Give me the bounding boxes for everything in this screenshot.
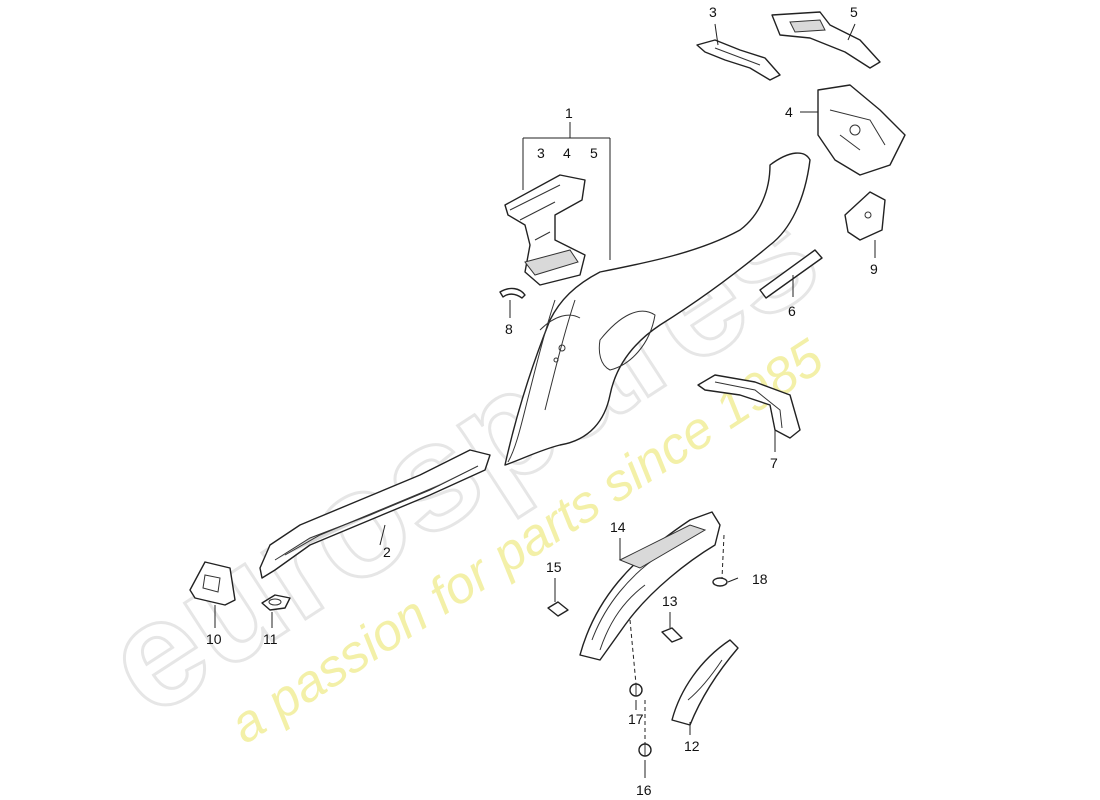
leader-lines: [214, 23, 876, 778]
callout-12: 12: [684, 738, 700, 754]
cover-10-part: [189, 561, 236, 606]
callout-18: 18: [752, 571, 768, 587]
bracket-9-part: [844, 191, 886, 241]
wheel-arch-liner-14-part: [579, 511, 721, 661]
grommet-11-part: [261, 594, 291, 611]
clip-8-part: [499, 287, 526, 299]
callout-8: 8: [505, 321, 513, 337]
callout-15: 15: [546, 559, 562, 575]
callout-14: 14: [610, 519, 626, 535]
callout-1: 1: [565, 105, 573, 121]
callout-2: 2: [383, 544, 391, 560]
callout-17: 17: [628, 711, 644, 727]
callout-labels: 1 3 4 5 2 3 4 5 6 7 8 9 10 11 12 13 14 1…: [206, 4, 878, 798]
trim-7-part: [697, 374, 801, 439]
callout-1-sub-5: 5: [590, 145, 598, 161]
callout-4: 4: [785, 104, 793, 120]
callout-3: 3: [709, 4, 717, 20]
inner-bracket-assembly-part: [504, 174, 586, 286]
cover-12-part: [671, 639, 739, 726]
reinforcement-4-part: [817, 84, 906, 176]
upper-bracket-5-part: [771, 11, 881, 69]
upper-bracket-3-part: [696, 39, 781, 81]
callout-16: 16: [636, 782, 652, 798]
clip-15-part: [547, 601, 569, 617]
seal-strip-6-part: [759, 249, 823, 299]
callout-11: 11: [263, 631, 278, 647]
callout-7: 7: [770, 455, 778, 471]
nut-13-part: [661, 627, 683, 643]
callout-1-sub-3: 3: [537, 145, 545, 161]
callout-13: 13: [662, 593, 678, 609]
callout-10: 10: [206, 631, 222, 647]
callout-9: 9: [870, 261, 878, 277]
callout-1-sub-4: 4: [563, 145, 571, 161]
callout-6: 6: [788, 303, 796, 319]
side-panel-part: [504, 152, 811, 466]
rocker-panel-part: [259, 449, 491, 579]
screw-16-part: [638, 743, 652, 757]
callout-5: 5: [850, 4, 858, 20]
nut-18-part: [712, 577, 728, 587]
screw-17-part: [629, 683, 643, 697]
